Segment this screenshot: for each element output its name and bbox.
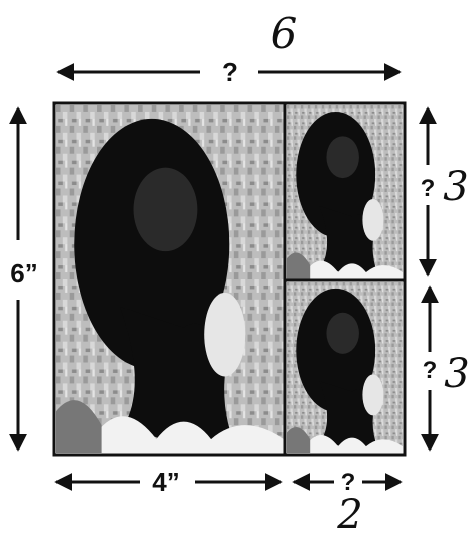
large-photo [56,105,284,453]
right-top-height-handwritten: 3 [443,164,468,210]
bottom-left-width-label: 4” [152,467,179,497]
left-height-dimension: 6” [9,106,38,452]
bottom-right-width-dimension: ? [292,469,403,496]
small-photo-top [287,105,403,279]
silhouette-portrait-icon [287,282,403,453]
right-top-height-unknown: ? [421,175,436,202]
right-bottom-height-dimension: ? [421,285,439,452]
bottom-left-width-dimension: 4” [54,467,283,497]
silhouette-portrait-icon [56,105,284,453]
bottom-right-width-unknown: ? [341,469,356,496]
right-top-height-dimension: ? [419,106,437,277]
top-width-handwritten: 6 [271,9,298,58]
bottom-right-width-handwritten: 2 [336,492,362,537]
silhouette-portrait-icon [287,105,403,279]
top-width-dimension: ? [56,57,402,87]
right-bottom-height-unknown: ? [423,357,438,384]
small-photo-bottom [287,282,403,453]
top-width-unknown: ? [222,57,238,87]
left-height-label: 6” [10,258,37,288]
right-bottom-height-handwritten: 3 [444,351,469,397]
